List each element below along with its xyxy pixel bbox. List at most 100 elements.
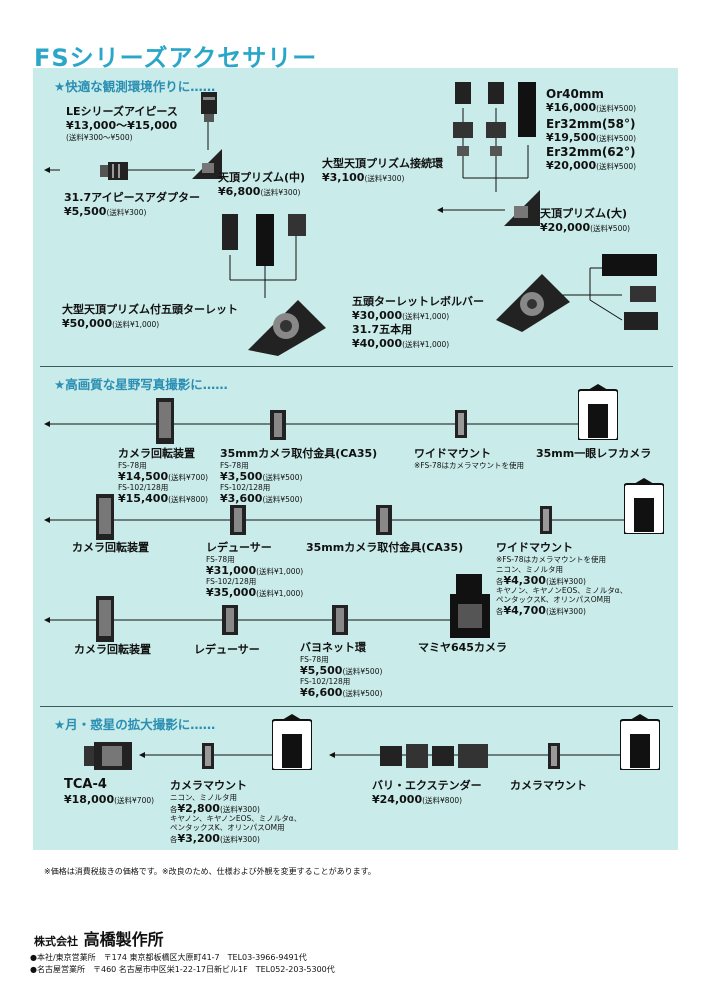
- reducer1-price2: ¥35,000: [206, 586, 257, 599]
- tca-name: TCA-4: [64, 777, 107, 792]
- slr-name: 35mm一眼レフカメラ: [536, 447, 652, 460]
- revolver5-name: 31.7五本用: [352, 323, 413, 336]
- reducer1-fs78: FS-78用: [206, 555, 235, 564]
- rotator3-name: カメラ回転装置: [74, 643, 151, 656]
- camera-icon: [620, 714, 660, 770]
- eyepiece-set-icon: [222, 214, 306, 266]
- accessory-panel: [33, 68, 678, 850]
- mamiya-name: マミヤ645カメラ: [418, 641, 507, 654]
- revolver5-shipping: (送料¥1,000): [402, 340, 450, 349]
- cm1-line3: キヤノン、キヤノンEOS、ミノルタα、: [170, 814, 302, 823]
- wide2-line3: キヤノン、キヤノンEOS、ミノルタα、: [496, 586, 628, 595]
- turret-price: ¥50,000: [62, 317, 113, 330]
- tca-shipping: (送料¥700): [114, 796, 155, 805]
- or40-price: ¥16,000: [546, 101, 597, 114]
- section-heading-planetary: ★月・惑星の拡大撮影に……: [54, 717, 216, 732]
- vari-extender-shipping: (送料¥800): [422, 796, 463, 805]
- company-name: 株式会社 高橋製作所: [34, 926, 164, 950]
- prism-ring-shipping: (送料¥300): [364, 174, 405, 183]
- turret-shipping: (送料¥1,000): [112, 320, 160, 329]
- revolver-price: ¥30,000: [352, 309, 403, 322]
- bayonet-fs102: FS-102/128用: [300, 677, 351, 686]
- rotator1-price1: ¥14,500: [118, 470, 169, 483]
- mount-ring-icon: [270, 410, 286, 440]
- cm1-shipping1: (送料¥300): [219, 805, 260, 814]
- ca35a-fs102: FS-102/128用: [220, 483, 271, 492]
- ca35a-fs78: FS-78用: [220, 461, 249, 470]
- rotator2-name: カメラ回転装置: [72, 541, 149, 554]
- er62-price: ¥20,000: [546, 159, 597, 172]
- prism-large-name: 天頂プリズム(大): [540, 207, 628, 220]
- wide2-price1: ¥4,300: [503, 574, 546, 587]
- reducer2-name: レデューサー: [194, 643, 260, 656]
- prism-large-price: ¥20,000: [540, 221, 591, 234]
- vari-extender-name: バリ・エクステンダー: [372, 779, 482, 792]
- company-prefix: 株式会社: [34, 935, 78, 948]
- er58-price: ¥19,500: [546, 131, 597, 144]
- ca35a-name: 35mmカメラ取付金具(CA35): [220, 447, 378, 460]
- reducer1-name: レデューサー: [206, 541, 272, 554]
- bayonet-ring-icon: [332, 605, 348, 635]
- camera-rotator-icon: [96, 596, 114, 642]
- section-heading-observation: ★快適な観測環境作りに……: [54, 79, 216, 94]
- or40-name: Or40mm: [546, 87, 604, 101]
- adapter-name: 31.7アイピースアダプター: [64, 191, 201, 204]
- rotator1-fs78: FS-78用: [118, 461, 147, 470]
- office-head: ●本社/東京営業所 〒174 東京都板橋区大原町41-7 TEL03-3966-…: [30, 953, 307, 962]
- price-footnote: ※価格は消費税抜きの価格です。※改良のため、仕様および外観を変更することがありま…: [44, 867, 376, 876]
- prism-icon: [192, 149, 222, 179]
- rotator1-shipping1: (送料¥700): [168, 473, 209, 482]
- cm1-each1: 各: [170, 805, 178, 814]
- reducer1-shipping2: (送料¥1,000): [256, 589, 304, 598]
- medium-format-camera-icon: [450, 574, 490, 638]
- wide2-shipping2: (送料¥300): [545, 607, 586, 616]
- mount-ring-icon: [540, 506, 552, 534]
- prism-mid-shipping: (送料¥300): [260, 188, 301, 197]
- eyepiece-set-icon: [602, 254, 658, 330]
- revolver-shipping: (送料¥1,000): [402, 312, 450, 321]
- cm1-price1: ¥2,800: [177, 802, 220, 815]
- bayonet-fs78: FS-78用: [300, 655, 329, 664]
- company-main-name: 高橋製作所: [83, 930, 164, 949]
- cm1-name: カメラマウント: [170, 779, 247, 792]
- camera-rotator-icon: [156, 398, 174, 444]
- er58-shipping: (送料¥500): [596, 134, 637, 143]
- cm2-name: カメラマウント: [510, 779, 587, 792]
- reducer1-shipping1: (送料¥1,000): [256, 567, 304, 576]
- wide2-note: ※FS-78はカメラマウントを使用: [496, 555, 606, 564]
- bayonet-shipping2: (送料¥500): [342, 689, 383, 698]
- rotator1-shipping2: (送料¥800): [168, 495, 209, 504]
- eyepiece-set-icon: [453, 82, 536, 156]
- office-nagoya: ●名古屋営業所 〒460 名古屋市中区栄1-22-17日新ビル1F TEL052…: [30, 965, 335, 974]
- ca35b-name: 35mmカメラ取付金具(CA35): [306, 541, 464, 554]
- revolver-icon: [496, 274, 570, 332]
- cm1-line4: ペンタックスK、オリンパスOM用: [170, 823, 285, 832]
- rotator1-fs102: FS-102/128用: [118, 483, 169, 492]
- prism-large-shipping: (送料¥500): [590, 224, 631, 233]
- adapter-shipping: (送料¥300): [106, 208, 147, 217]
- ca35a-shipping2: (送料¥500): [262, 495, 303, 504]
- camera-icon: [624, 478, 664, 534]
- turret-name: 大型天頂プリズム付五頭ターレット: [62, 303, 238, 316]
- cm1-price2: ¥3,200: [177, 832, 220, 845]
- wide1-name: ワイドマウント: [414, 447, 491, 460]
- wide2-line4: ペンタックスK、オリンパスOM用: [496, 595, 611, 604]
- camera-icon: [272, 714, 312, 770]
- wide2-each1: 各: [496, 577, 504, 586]
- prism-mid-price: ¥6,800: [218, 185, 261, 198]
- ca35a-price1: ¥3,500: [220, 470, 263, 483]
- mount-ring-icon: [376, 505, 392, 535]
- section-divider: [40, 706, 673, 707]
- reducer1-fs102: FS-102/128用: [206, 577, 257, 586]
- er62-shipping: (送料¥500): [596, 162, 637, 171]
- er58-name: Er32mm(58°): [546, 117, 636, 131]
- section-heading-astrophoto: ★高画質な星野写真撮影に……: [54, 377, 228, 392]
- cm1-shipping2: (送料¥300): [219, 835, 260, 844]
- ca35a-shipping1: (送料¥500): [262, 473, 303, 482]
- page-title: FSシリーズアクセサリー: [34, 44, 318, 72]
- extender-icon: [380, 744, 488, 768]
- wide2-line1: ニコン、ミノルタ用: [496, 565, 564, 574]
- prism-ring-name: 大型天頂プリズム接続環: [322, 157, 443, 170]
- revolver5-price: ¥40,000: [352, 337, 403, 350]
- ca35a-price2: ¥3,600: [220, 492, 263, 505]
